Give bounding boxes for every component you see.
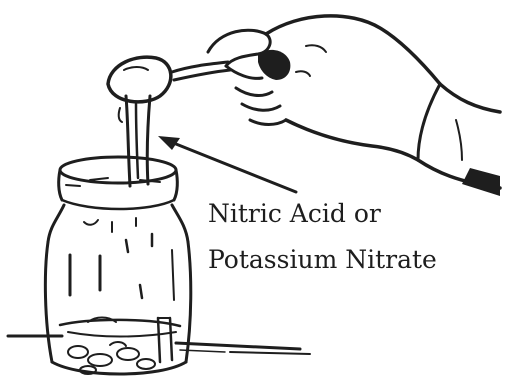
spoon [106, 55, 232, 104]
pouring-stream [117, 94, 152, 188]
label-line-2: Potassium Nitrate [208, 245, 437, 274]
pointer-arrow [158, 136, 298, 194]
jar-contents [58, 316, 182, 375]
hand [206, 14, 502, 196]
substance-label: Nitric Acid or Potassium Nitrate [208, 199, 437, 274]
label-line-1: Nitric Acid or [208, 199, 381, 228]
glass-jar [43, 155, 193, 376]
